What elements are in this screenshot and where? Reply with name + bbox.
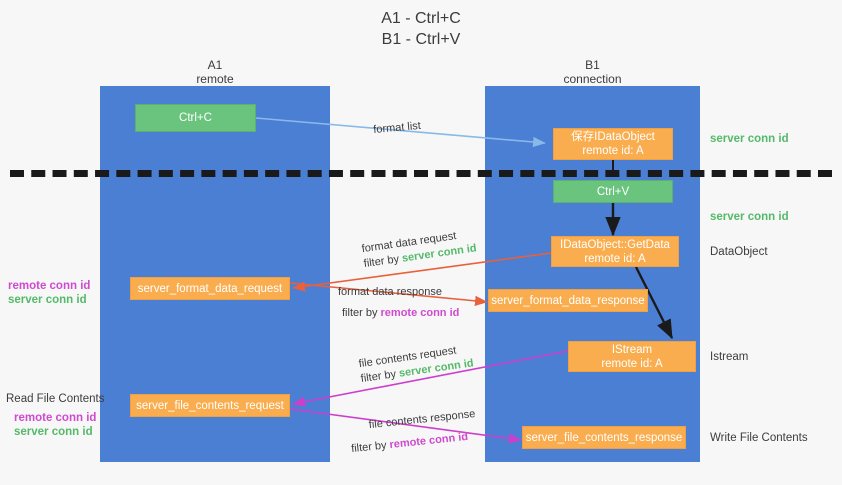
filter-prefix: filter by (342, 307, 381, 319)
edge-label-format-data-response-text: format data response (338, 286, 442, 298)
annotation-left-remote-conn-id-bottom: remote conn id (14, 412, 97, 424)
node-istream-line1: IStream (611, 343, 653, 356)
edge-label-format-list: format list (373, 119, 422, 138)
node-ctrl-v[interactable]: Ctrl+V (553, 180, 673, 203)
phase-divider (10, 170, 832, 177)
title-line-2: B1 - Ctrl+V (381, 31, 461, 48)
node-save-idataobject[interactable]: 保存IDataObject remote id: A (553, 128, 673, 160)
edge-label-format-list-text: format list (372, 119, 422, 137)
edge-label-file-contents-response-text: file contents response (368, 408, 476, 432)
lane-header-b1: B1 connection (485, 58, 700, 86)
node-istream-line2: remote id: A (601, 357, 663, 370)
filter-key-remote-conn-id: remote conn id (380, 307, 460, 319)
edge-label-format-data-response-filter: filter by remote conn id (342, 306, 459, 321)
filter-key-remote-conn-id: remote conn id (388, 430, 469, 452)
edge-label-format-data-request: format data request filter by server con… (361, 226, 478, 272)
node-server-format-data-request-label: server_format_data_request (137, 282, 283, 295)
node-ctrl-v-label: Ctrl+V (596, 185, 630, 198)
annotation-left-server-conn-id-bottom: server conn id (14, 426, 93, 438)
annotation-left-read-file-contents: Read File Contents (6, 393, 105, 405)
filter-prefix: filter by (350, 439, 391, 456)
node-server-file-contents-response-label: server_file_contents_response (525, 431, 683, 444)
node-server-format-data-request[interactable]: server_format_data_request (130, 277, 290, 300)
node-getdata-line2: remote id: A (584, 252, 646, 265)
lane-b1-sub: connection (563, 72, 622, 86)
node-ctrl-c[interactable]: Ctrl+C (135, 104, 256, 132)
node-server-file-contents-request[interactable]: server_file_contents_request (130, 394, 290, 417)
lane-a1-name: A1 (207, 58, 223, 72)
edge-label-file-contents-response-filter: filter by remote conn id (351, 429, 479, 457)
node-server-file-contents-response[interactable]: server_file_contents_response (522, 426, 686, 449)
annotation-right-server-conn-id-top: server conn id (710, 133, 789, 145)
node-server-format-data-response-label: server_format_data_response (491, 294, 645, 307)
node-getdata[interactable]: IDataObject::GetData remote id: A (551, 236, 679, 267)
node-ctrl-c-label: Ctrl+C (179, 112, 212, 124)
lane-a1-sub: remote (196, 72, 234, 86)
annotation-right-dataobject: DataObject (710, 246, 768, 258)
lane-b1-name: B1 (585, 58, 600, 72)
node-save-idataobject-line2: remote id: A (582, 145, 644, 157)
title-line-1: A1 - Ctrl+C (381, 10, 461, 27)
edge-label-file-contents-response: file contents response filter by remote … (351, 407, 478, 455)
node-save-idataobject-line1: 保存IDataObject (571, 131, 655, 143)
lane-header-a1: A1 remote (100, 58, 330, 86)
annotation-right-write-file-contents: Write File Contents (710, 432, 808, 444)
edge-label-format-data-response: format data response filter by remote co… (338, 285, 459, 321)
page-title: A1 - Ctrl+C B1 - Ctrl+V (0, 8, 842, 50)
node-istream[interactable]: IStream remote id: A (568, 341, 696, 372)
annotation-left-server-conn-id-mid: server conn id (8, 294, 87, 306)
edge-label-file-contents-request: file contents request filter by server c… (358, 341, 475, 387)
node-getdata-line1: IDataObject::GetData (560, 238, 670, 251)
node-server-format-data-response[interactable]: server_format_data_response (488, 289, 648, 312)
annotation-right-server-conn-id-mid: server conn id (710, 211, 789, 223)
filter-prefix: filter by (360, 367, 400, 386)
node-server-file-contents-request-label: server_file_contents_request (136, 399, 284, 412)
annotation-right-istream: Istream (710, 351, 749, 363)
annotation-left-remote-conn-id-mid: remote conn id (8, 280, 91, 292)
filter-prefix: filter by (363, 252, 403, 271)
